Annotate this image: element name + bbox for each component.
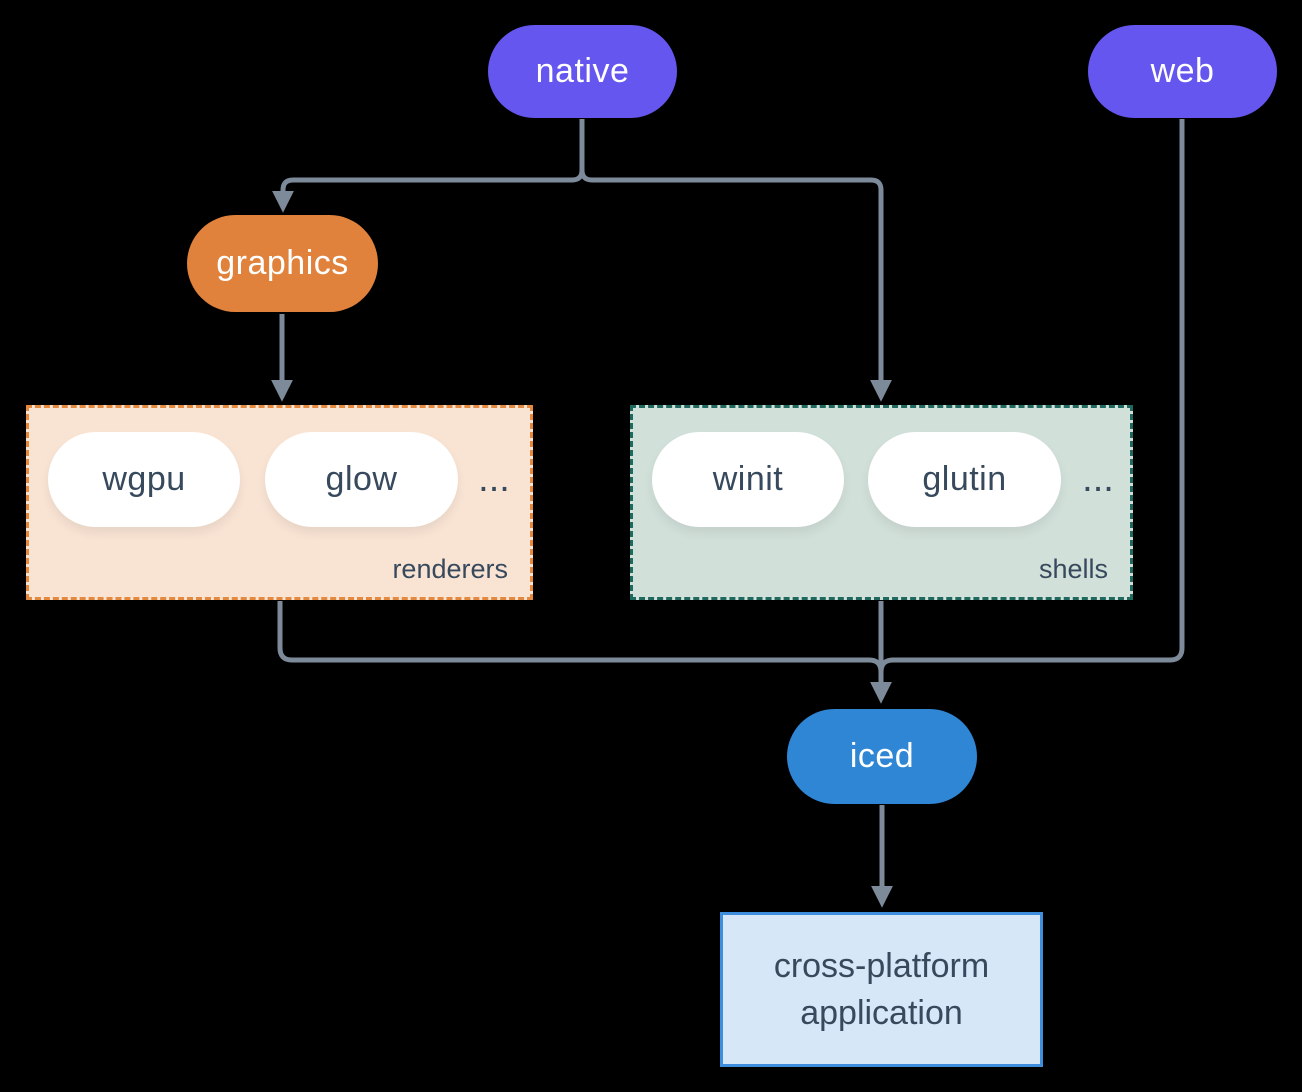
group-renderers-label: renderers [392,554,508,584]
edge-renderers-iced [277,601,884,680]
node-wgpu: wgpu [48,432,240,527]
group-shells-label: shells [1038,554,1108,584]
edge-native-shells [579,169,893,402]
node-cross-platform-application: cross-platform application [720,912,1043,1067]
node-glow: glow [265,432,458,527]
node-wgpu-label: wgpu [102,460,186,498]
edge-native-graphics [271,169,585,213]
application-label-line2: application [800,993,963,1032]
node-graphics-label: graphics [216,244,349,282]
node-native: native [488,25,677,118]
node-glutin: glutin [868,432,1061,527]
node-iced-label: iced [849,737,915,775]
node-winit: winit [652,432,844,527]
node-web: web [1088,25,1277,118]
node-iced: iced [787,709,977,804]
renderers-ellipsis: ... [478,458,510,500]
shells-ellipsis: ... [1082,458,1114,500]
node-winit-label: winit [712,460,784,498]
node-glow-label: glow [325,460,398,498]
node-web-label: web [1150,52,1215,90]
node-graphics: graphics [187,215,378,312]
node-glutin-label: glutin [922,460,1007,498]
node-native-label: native [535,52,630,90]
application-label-line1: cross-platform [773,946,990,985]
